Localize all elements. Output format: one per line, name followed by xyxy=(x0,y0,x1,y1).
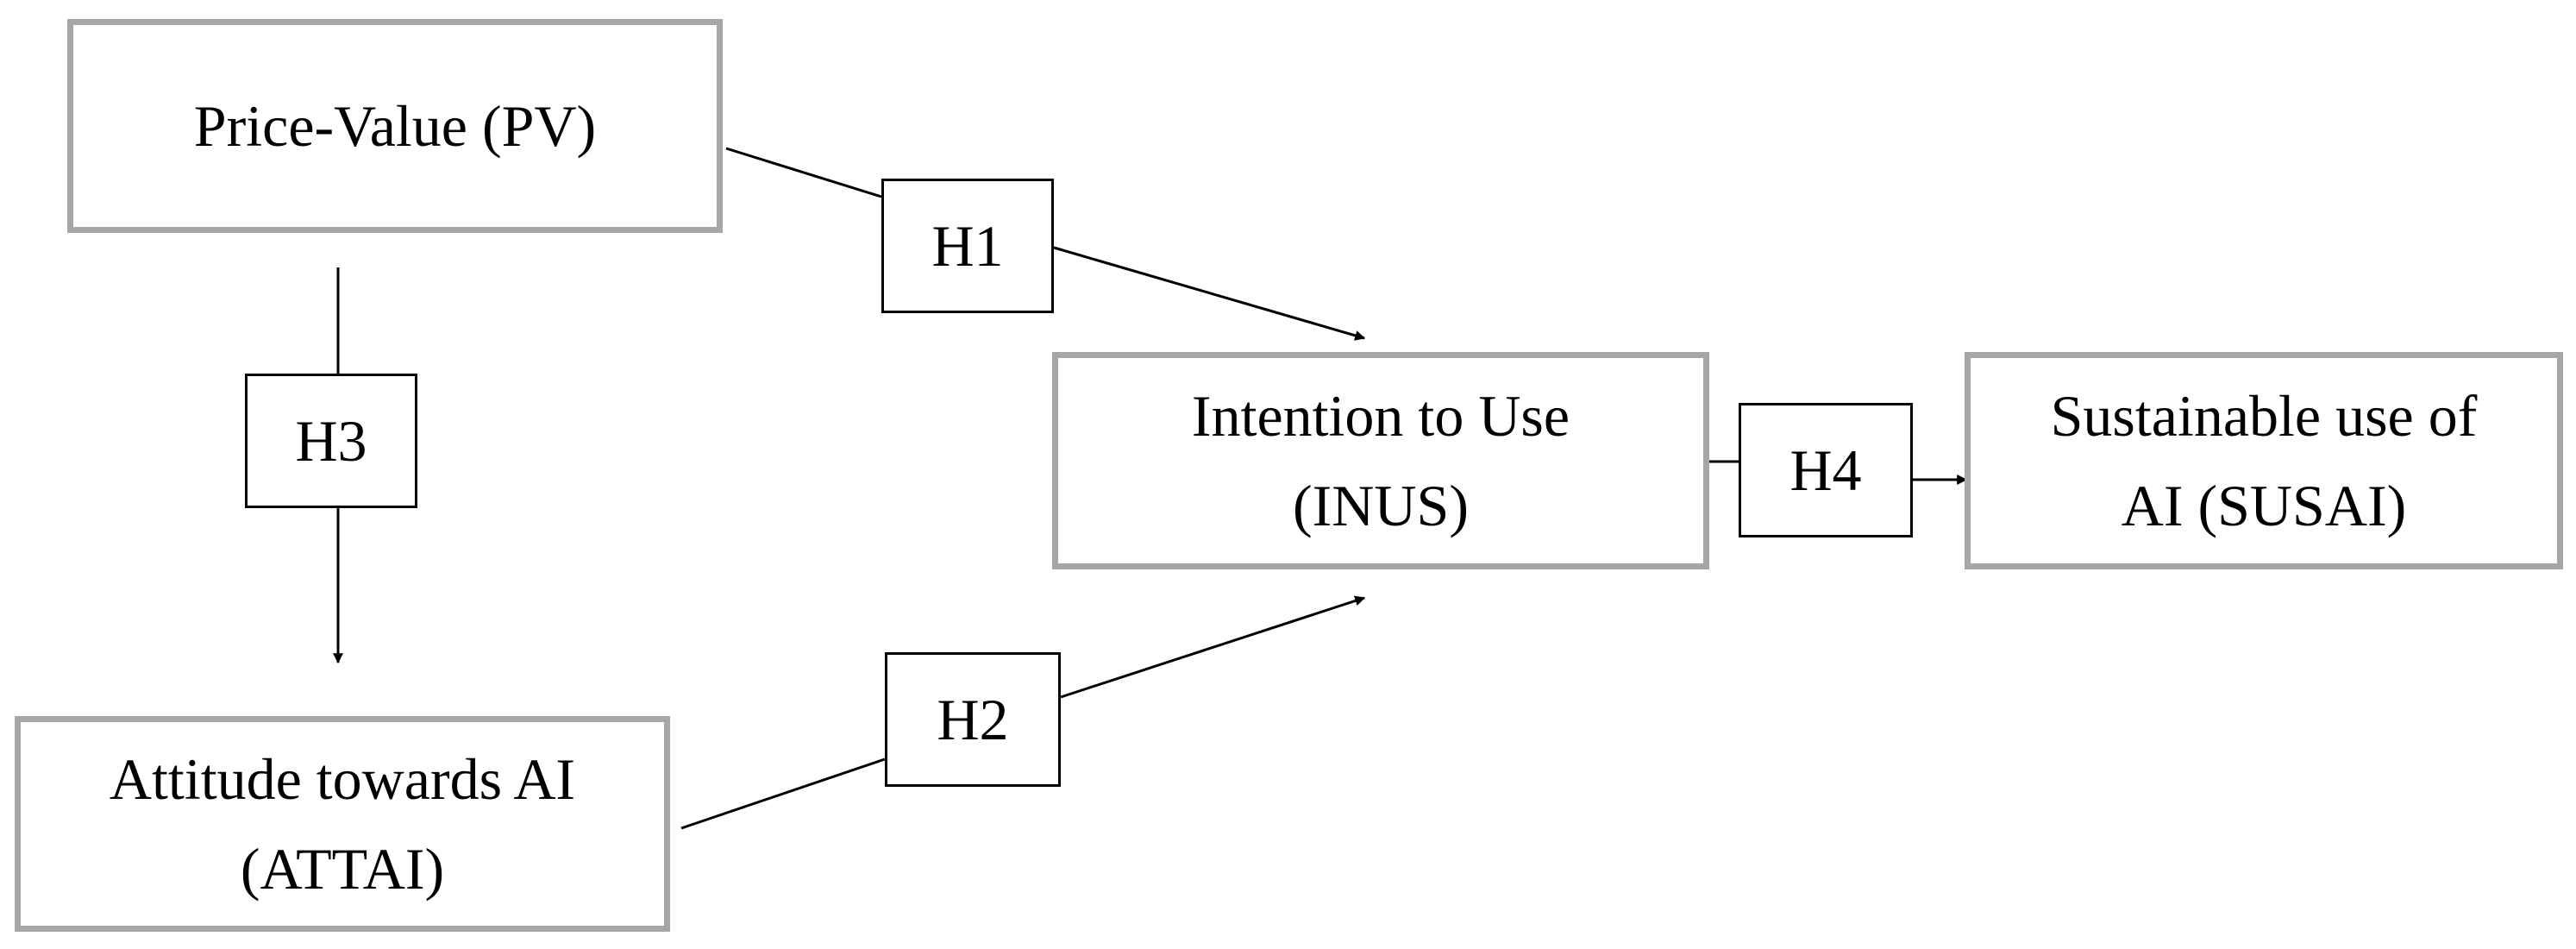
hypothesis-h4-label: H4 xyxy=(1739,403,1913,537)
h2-path-in xyxy=(680,757,886,830)
h1-path-out xyxy=(1053,246,1366,341)
construct-sustainable-use-of-ai-line-1: Sustainable use of xyxy=(2050,383,2478,449)
construct-intention-to-use-line-1: Intention to Use xyxy=(1191,383,1570,449)
construct-attitude-towards-ai-line-2: (ATTAI) xyxy=(240,836,445,902)
h2-path-out xyxy=(1060,595,1366,699)
hypothesis-h2-label: H2 xyxy=(885,652,1061,787)
h1-path-in xyxy=(725,147,882,198)
construct-attitude-towards-ai: Attitude towards AI (ATTAI) xyxy=(15,716,670,932)
construct-price-value: Price-Value (PV) xyxy=(67,19,723,233)
hypothesis-h3-label: H3 xyxy=(245,374,417,508)
construct-sustainable-use-of-ai-line-2: AI (SUSAI) xyxy=(2121,473,2407,538)
construct-intention-to-use-line-2: (INUS) xyxy=(1293,473,1469,538)
construct-attitude-towards-ai-line-1: Attitude towards AI xyxy=(109,746,576,812)
hypothesis-h1-label: H1 xyxy=(881,179,1054,313)
construct-price-value-label: Price-Value (PV) xyxy=(193,93,597,159)
construct-intention-to-use: Intention to Use (INUS) xyxy=(1052,352,1709,569)
construct-sustainable-use-of-ai: Sustainable use of AI (SUSAI) xyxy=(1965,352,2563,569)
